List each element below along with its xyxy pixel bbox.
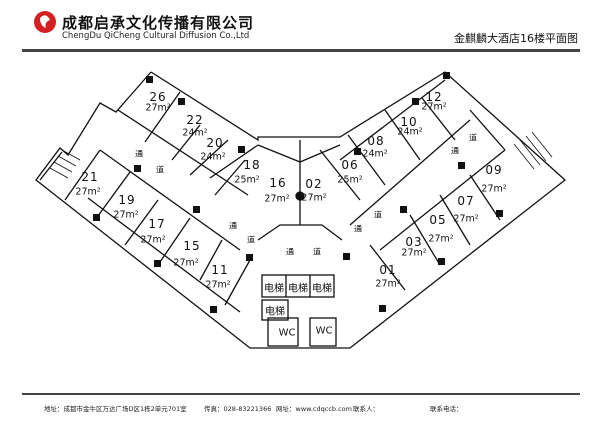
room-area: 24m²: [397, 126, 423, 138]
corridor-label-tong: 通: [135, 149, 143, 159]
room-area: 27m²: [75, 186, 101, 198]
room-number: 03: [405, 235, 423, 249]
header-divider: [22, 49, 580, 52]
room-area: 27m²: [453, 213, 479, 225]
elevator-label: 电梯: [264, 283, 284, 295]
room-number: 26: [149, 90, 167, 104]
room-number: 20: [206, 136, 224, 150]
room-number: 08: [367, 134, 385, 148]
footer-fax: 传真：028-83221366: [204, 405, 272, 413]
room-number: 16: [269, 176, 287, 190]
corridor-label-dao: 道: [247, 235, 255, 245]
company-name-cn: 成都启承文化传播有限公司: [62, 14, 255, 32]
footer-contact: 联系人：: [353, 405, 379, 413]
corridor-label-dao: 道: [156, 165, 164, 175]
elevator-label: 电梯: [312, 283, 332, 295]
company-name-en: ChengDu QiCheng Cultural Diffusion Co.,L…: [62, 31, 250, 41]
room-area: 27m²: [173, 257, 199, 269]
room-area: 27m²: [205, 279, 231, 291]
room-area: 27m²: [264, 193, 290, 205]
corridor-label-tong: 通: [286, 247, 294, 257]
elevator-label: 电梯: [265, 306, 285, 318]
room-number: 22: [186, 113, 204, 127]
room-area: 27m²: [375, 278, 401, 290]
wc-label: WC: [278, 327, 296, 339]
room-number: 10: [400, 115, 418, 129]
corridor-label-tong: 通: [451, 146, 459, 156]
room-area: 27m²: [301, 192, 327, 204]
footer-website: 网址：www.cdqccb.com: [276, 405, 352, 413]
room-number: 05: [429, 213, 447, 227]
room-area: 24m²: [362, 148, 388, 160]
room-number: 15: [183, 239, 201, 253]
footer-phone: 联系电话：: [430, 405, 463, 413]
room-number: 18: [243, 158, 261, 172]
room-number: 09: [485, 163, 503, 177]
corridor-label-dao: 道: [374, 210, 382, 220]
room-area: 24m²: [182, 127, 208, 139]
room-number: 21: [81, 170, 99, 184]
page-title: 金麒麟大酒店16楼平面图: [454, 32, 578, 45]
room-area: 25m²: [337, 174, 363, 186]
room-number: 12: [425, 90, 443, 104]
room-area: 27m²: [481, 183, 507, 195]
room-area: 27m²: [140, 234, 166, 246]
room-number: 06: [341, 158, 359, 172]
corridor-label-dao: 道: [313, 247, 321, 257]
room-area: 24m²: [200, 151, 226, 163]
room-area: 27m²: [145, 102, 171, 114]
elevator-label: 电梯: [288, 283, 308, 295]
room-area: 25m²: [234, 174, 260, 186]
corridor-label-tong: 通: [354, 224, 362, 234]
room-area: 27m²: [421, 101, 447, 113]
room-area: 27m²: [113, 209, 139, 221]
room-number: 17: [148, 217, 166, 231]
room-number: 19: [118, 193, 136, 207]
room-area: 27m²: [428, 233, 454, 245]
room-number: 11: [211, 263, 229, 277]
room-area: 27m²: [401, 247, 427, 259]
corridor-label-tong: 通: [229, 221, 237, 231]
room-number: 07: [457, 194, 475, 208]
room-number: 01: [379, 263, 397, 277]
wc-label: WC: [315, 325, 333, 337]
footer-divider: [22, 393, 580, 395]
footer-address: 地址：成都市金牛区万达广场D区1栋2单元701室: [44, 405, 187, 413]
room-number: 02: [305, 177, 323, 191]
corridor-label-dao: 道: [469, 133, 477, 143]
